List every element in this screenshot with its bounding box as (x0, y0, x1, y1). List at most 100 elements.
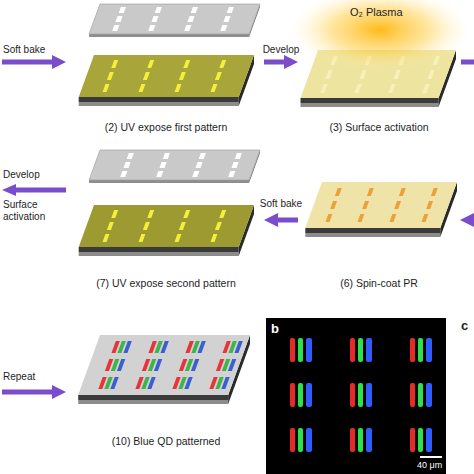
arrow-head (2, 184, 16, 196)
edge-label: Develop (263, 44, 300, 56)
film-surface (79, 205, 254, 247)
arrow-shaft (2, 390, 54, 395)
mask-openings (120, 153, 242, 177)
pixel-bar (426, 383, 432, 407)
pixel-bar (426, 338, 432, 362)
qd-bar (394, 201, 401, 209)
pixel-bar (298, 383, 303, 407)
qd-bar (426, 201, 433, 209)
mask-slot (127, 153, 134, 159)
qd-bar (219, 210, 226, 218)
pixel-bar (298, 428, 303, 452)
mask-slot (231, 162, 238, 168)
qd-bar (143, 222, 150, 230)
mask-slot (191, 7, 198, 13)
edge-label: Soft bake (260, 198, 302, 210)
pixel-bar (298, 338, 303, 362)
step-caption: (3) Surface activation (298, 121, 460, 134)
process-step: (10) Blue QD patterned (68, 318, 264, 454)
arrow-head (264, 213, 278, 227)
substrate (78, 335, 250, 404)
substrate (79, 205, 254, 256)
qd-bar (183, 60, 190, 68)
process-step: (7) UV expose second pattern (68, 148, 264, 296)
substrate-surface (78, 335, 250, 395)
pixel-bar (350, 383, 355, 407)
pixel-bar (410, 383, 415, 407)
pr-film (79, 205, 254, 247)
pixel-bar (418, 338, 423, 362)
pixel-bar (290, 338, 295, 362)
pixel-bar (290, 428, 295, 452)
qd-bar (215, 72, 222, 80)
qd-bar (367, 188, 374, 196)
qd-bar (320, 84, 327, 93)
annotation-label: 40 μm (417, 460, 442, 471)
mask-slot (123, 162, 130, 168)
qd-bar (211, 234, 218, 242)
process-arrow (264, 55, 298, 69)
process-step: (2) UV expose first pattern (68, 2, 264, 140)
qd-bar (179, 222, 186, 230)
qd-bar (357, 214, 364, 222)
mask-openings (112, 7, 234, 31)
mask-plate (89, 150, 260, 180)
qd-bar (219, 60, 226, 68)
qd-bar (389, 214, 396, 222)
qd-bar (354, 84, 361, 93)
qd-bar (154, 359, 162, 371)
photomask (89, 150, 260, 183)
qd-bar (330, 201, 337, 209)
qd-pattern (103, 60, 227, 92)
qd-bar (107, 222, 114, 230)
qd-bar (103, 84, 110, 92)
qd-bar (325, 214, 332, 222)
qd-bar (139, 84, 146, 92)
scale-bar (420, 456, 442, 458)
pixel-bar (418, 383, 423, 407)
qd-bar (184, 377, 192, 389)
pixel-bar (366, 428, 372, 452)
micrograph (266, 318, 446, 474)
arrow-shaft (2, 60, 54, 65)
qd-bar (147, 60, 154, 68)
qd-bar (191, 359, 199, 371)
pixel-bar (358, 338, 363, 362)
arrow-head (460, 213, 474, 227)
arrow-shaft (14, 188, 66, 193)
step-caption: (7) UV expose second pattern (68, 277, 264, 290)
blue-qd (110, 341, 242, 389)
qd-bar (183, 210, 190, 218)
pixel-bar (350, 428, 355, 452)
qd-bar (211, 84, 218, 92)
arrow-shaft (264, 60, 286, 65)
qd-bar (110, 377, 118, 389)
qd-bar (175, 234, 182, 242)
annotation-label: c (461, 318, 468, 334)
mask-slot (120, 171, 127, 177)
qd-bar (179, 72, 186, 80)
qd-bar (197, 341, 205, 353)
substrate-layer (78, 395, 228, 400)
mask-edge (89, 34, 249, 37)
pixel-bar (426, 428, 432, 452)
pr-film (305, 182, 457, 228)
qd-bar (147, 377, 155, 389)
substrate (79, 55, 254, 106)
qd-bar (215, 222, 222, 230)
mask-slot (187, 16, 194, 22)
process-step: (6) Spin-coat PR (298, 148, 460, 296)
mask-slot (227, 7, 234, 13)
photomask (89, 4, 260, 37)
substrate-layer (79, 252, 239, 256)
pixel-bar (290, 383, 295, 407)
arrow-head (52, 55, 66, 69)
qd-bar (388, 84, 395, 93)
qd-bar (234, 341, 242, 353)
mask-slot (156, 171, 163, 177)
substrate-side (228, 335, 250, 404)
substrate-layer (78, 400, 228, 404)
qd-pattern (325, 188, 437, 222)
